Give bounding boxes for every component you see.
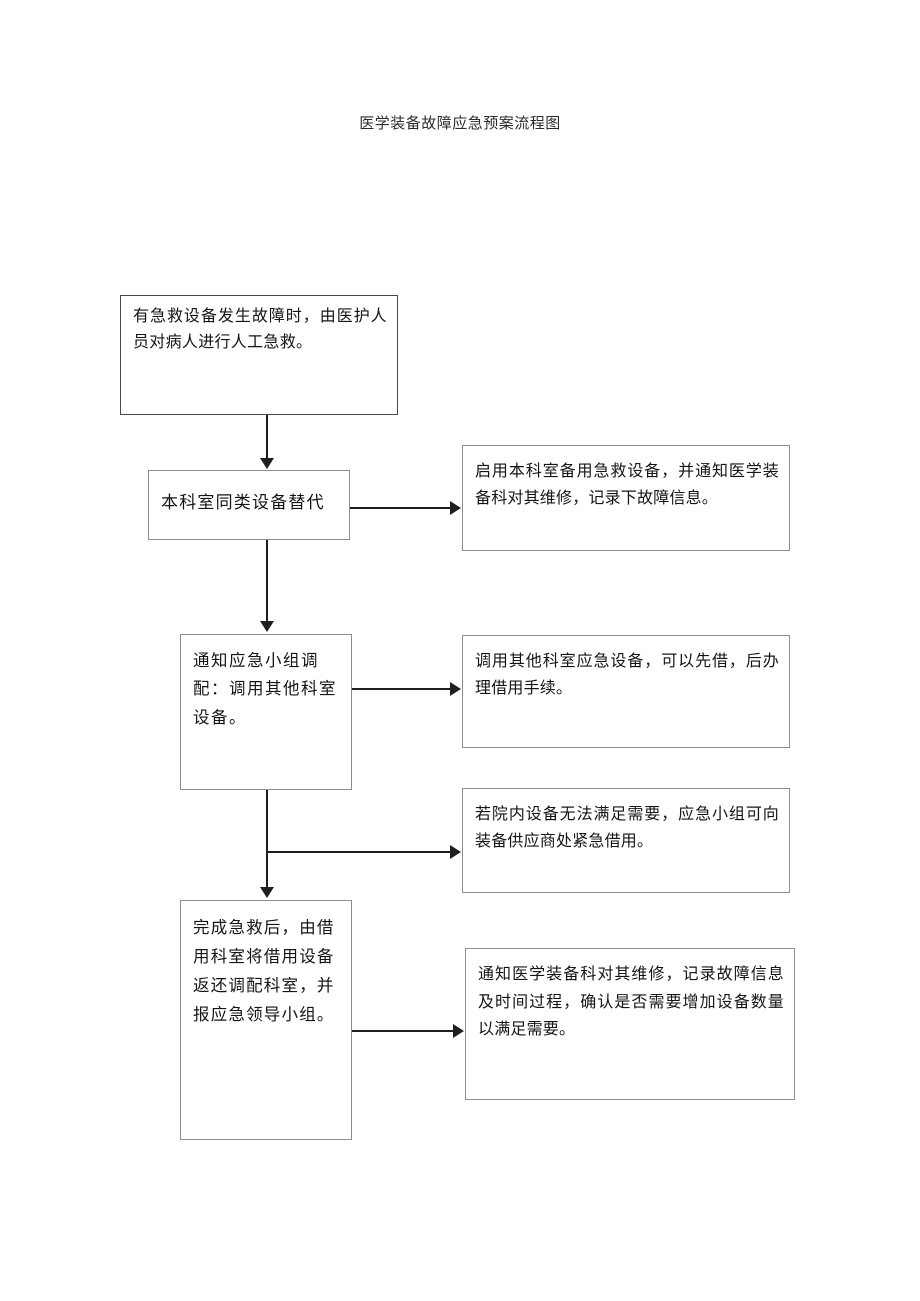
page-title: 医学装备故障应急预案流程图 [359, 115, 561, 132]
connector-n2-n3-arrowhead [450, 501, 461, 515]
connector-n2-n4-line [266, 540, 268, 622]
flow-node-notify-emergency-team-text: 通知应急小组调配：调用其他科室设备。 [193, 651, 337, 727]
connector-n4-n5-arrowhead [450, 682, 461, 696]
connector-n4-n7-arrowhead [260, 887, 274, 898]
flow-node-return-equipment: 完成急救后，由借用科室将借用设备返还调配科室，并报应急领导小组。 [180, 900, 352, 1140]
flow-node-repair-record-detail: 通知医学装备科对其维修，记录故障信息及时间过程，确认是否需要增加设备数量以满足需… [465, 948, 795, 1100]
flow-node-same-dept-replacement-text: 本科室同类设备替代 [161, 493, 325, 512]
flow-node-supplier-borrow-detail: 若院内设备无法满足需要，应急小组可向装备供应商处紧急借用。 [462, 788, 790, 893]
flow-node-notify-emergency-team: 通知应急小组调配：调用其他科室设备。 [180, 634, 352, 790]
flow-node-supplier-borrow-detail-text: 若院内设备无法满足需要，应急小组可向装备供应商处紧急借用。 [475, 806, 779, 851]
connector-n4-n5-line [352, 688, 451, 690]
flow-node-standby-equipment-detail: 启用本科室备用急救设备，并通知医学装备科对其维修，记录下故障信息。 [462, 445, 790, 551]
connector-n7-n8-line [352, 1030, 454, 1032]
flow-node-borrow-other-dept-detail: 调用其他科室应急设备，可以先借，后办理借用手续。 [462, 635, 790, 748]
flow-node-borrow-other-dept-detail-text: 调用其他科室应急设备，可以先借，后办理借用手续。 [475, 653, 779, 698]
connector-n4-n6-arrowhead [450, 845, 461, 859]
connector-n2-n4-arrowhead [260, 621, 274, 632]
connector-n1-n2-arrowhead [260, 458, 274, 469]
flow-node-start: 有急救设备发生故障时，由医护人员对病人进行人工急救。 [120, 295, 398, 415]
flow-node-return-equipment-text: 完成急救后，由借用科室将借用设备返还调配科室，并报应急领导小组。 [193, 918, 335, 1025]
connector-n1-n2-line [266, 415, 268, 459]
flow-node-same-dept-replacement: 本科室同类设备替代 [148, 470, 350, 540]
connector-n2-n3-line [350, 507, 451, 509]
connector-n4-n6-line [266, 851, 451, 853]
connector-n4-n7-line [266, 790, 268, 888]
flow-node-standby-equipment-detail-text: 启用本科室备用急救设备，并通知医学装备科对其维修，记录下故障信息。 [475, 463, 779, 508]
flow-node-repair-record-detail-text: 通知医学装备科对其维修，记录故障信息及时间过程，确认是否需要增加设备数量以满足需… [478, 966, 784, 1039]
flow-node-start-text: 有急救设备发生故障时，由医护人员对病人进行人工急救。 [133, 308, 387, 352]
connector-n7-n8-arrowhead [453, 1024, 464, 1038]
